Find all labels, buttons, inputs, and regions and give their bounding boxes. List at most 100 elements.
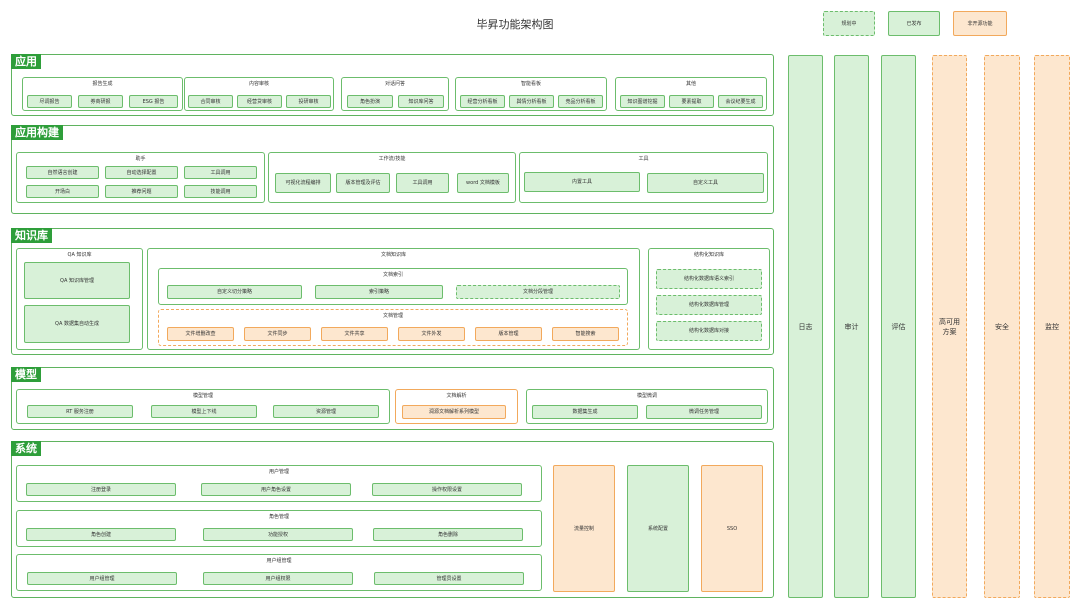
- struct-kb-group: 结构化知识库 结构化数据库语义索引 结构化数据库管理 结构化数据库对接: [648, 248, 770, 350]
- item-skill-call: 技能调用: [184, 185, 257, 198]
- group-title: 结构化知识库: [693, 252, 724, 258]
- item-rt-register: RT 服务注册: [27, 405, 133, 418]
- item-smart-search: 智能搜索: [552, 327, 619, 341]
- model-section-label: 模型: [11, 367, 41, 382]
- item-system-config: 系统配置: [627, 465, 689, 592]
- item-contract-audit: 合同审核: [188, 95, 233, 108]
- item-ops-dashboard: 经营分析看板: [460, 95, 505, 108]
- column-monitoring: 监控: [1034, 55, 1070, 598]
- doc-index-group: 文档索引 自定义切分策略 索引策略 文档分段管理: [158, 268, 628, 305]
- item-file-share: 文件共享: [321, 327, 388, 341]
- item-finetune-tasks: 微调任务管理: [646, 405, 762, 419]
- qa-kb-group: QA 知识库 QA 知识库管理 QA 数据集自动生成: [16, 248, 143, 350]
- system-section-label: 系统: [11, 441, 41, 456]
- item-recommend-q: 推荐问题: [105, 185, 178, 198]
- group-title: 内容审核: [248, 81, 269, 87]
- model-section: 模型 模型管理 RT 服务注册 模型上下线 资源管理 文档解析 润源文档解析系列…: [11, 367, 774, 430]
- group-title: 工作流/技能: [378, 156, 406, 162]
- doc-parse-group: 文档解析 润源文档解析系列模型: [395, 389, 518, 424]
- model-mgmt-group: 模型管理 RT 服务注册 模型上下线 资源管理: [16, 389, 390, 424]
- column-logs: 日志: [788, 55, 823, 598]
- item-version-manage: 版本管理: [475, 327, 542, 341]
- item-kb-qa: 知识库问答: [398, 95, 444, 108]
- item-workflow-tool: 工具调用: [396, 173, 449, 193]
- item-element-extract: 要素提取: [669, 95, 714, 108]
- item-broker-research: 券商研报: [78, 95, 123, 108]
- item-struct-semantic-index: 结构化数据库语义索引: [656, 269, 762, 289]
- group-title: 用户管理: [268, 469, 289, 475]
- item-meeting-minutes: 会议纪要生成: [718, 95, 763, 108]
- item-role-create: 角色创建: [26, 528, 176, 541]
- group-title: 模型管理: [192, 393, 213, 399]
- item-traffic-control: 流量控制: [553, 465, 615, 592]
- report-group: 报告生成 尽调报告 券商研报 ESG 报告: [22, 77, 183, 111]
- column-security: 安全: [984, 55, 1020, 598]
- kb-section-label: 知识库: [11, 228, 52, 243]
- column-audit: 审计: [834, 55, 869, 598]
- item-competitor-dashboard: 竞品分析看板: [558, 95, 603, 108]
- user-group-mgmt-group: 用户组管理 用户组管理 用户组权限 管理员设置: [16, 554, 542, 591]
- finetune-group: 模型微调 数据集生成 微调任务管理: [526, 389, 768, 424]
- item-register-login: 注册登录: [26, 483, 176, 496]
- item-qa-dataset-gen: QA 数据集自动生成: [24, 305, 130, 343]
- other-group: 其他 知识图谱挖掘 要素提取 会议纪要生成: [615, 77, 767, 111]
- item-auto-config: 自动选择配置: [105, 166, 178, 179]
- item-research-audit: 投研审核: [286, 95, 331, 108]
- item-user-group-permission: 用户组权限: [203, 572, 353, 585]
- item-dataset-gen: 数据集生成: [532, 405, 638, 419]
- item-builtin-tools: 内置工具: [524, 172, 640, 192]
- item-tool-call: 工具调用: [184, 166, 257, 179]
- item-esg-report: ESG 报告: [129, 95, 178, 108]
- column-evaluation: 评估: [881, 55, 916, 598]
- item-nl-create: 自然语言创建: [26, 166, 99, 179]
- group-title: 对话问答: [384, 81, 405, 87]
- item-custom-split: 自定义切分策略: [167, 285, 302, 299]
- item-role-play: 角色扮演: [347, 95, 393, 108]
- build-section: 应用构建 助手 自然语言创建 自动选择配置 工具调用 开场白 推荐问题 技能调用…: [11, 125, 774, 214]
- item-user-group-manage: 用户组管理: [27, 572, 177, 585]
- item-sentiment-dashboard: 舆情分析看板: [509, 95, 554, 108]
- item-file-sync: 文件同步: [244, 327, 311, 341]
- item-kg-mining: 知识图谱挖掘: [620, 95, 665, 108]
- group-title: 报告生成: [92, 81, 113, 87]
- legend-planned: 规划中: [823, 11, 875, 36]
- legend-released: 已发布: [888, 11, 940, 36]
- role-mgmt-group: 角色管理 角色创建 功能授权 角色删除: [16, 510, 542, 547]
- group-title: 文档管理: [382, 313, 403, 319]
- group-title: 其他: [685, 81, 696, 87]
- kb-section: 知识库 QA 知识库 QA 知识库管理 QA 数据集自动生成 文档知识库 文档索…: [11, 228, 774, 355]
- app-section-label: 应用: [11, 54, 41, 69]
- doc-manage-group: 文档管理 文件增删改查 文件同步 文件共享 文件外发 版本管理 智能搜索: [158, 309, 628, 346]
- system-section: 系统 用户管理 注册登录 用户角色设置 操作权限设置 角色管理 角色创建 功能授…: [11, 441, 774, 598]
- item-loan-audit: 经营贷审核: [237, 95, 282, 108]
- group-title: 文档知识库: [380, 252, 406, 258]
- item-visual-flow: 可视化流程编排: [275, 173, 331, 193]
- dashboard-group: 智能看板 经营分析看板 舆情分析看板 竞品分析看板: [455, 77, 607, 111]
- workflow-group: 工作流/技能 可视化流程编排 版本管理及评估 工具调用 word 文档模板: [268, 152, 516, 203]
- column-high-availability: 高可用 方案: [932, 55, 967, 598]
- item-parse-models: 润源文档解析系列模型: [402, 405, 506, 419]
- group-title: QA 知识库: [67, 252, 92, 258]
- qa-group: 对话问答 角色扮演 知识库问答: [341, 77, 449, 111]
- item-struct-db-manage: 结构化数据库管理: [656, 295, 762, 315]
- item-file-crud: 文件增删改查: [167, 327, 234, 341]
- item-role-delete: 角色删除: [373, 528, 523, 541]
- audit-group: 内容审核 合同审核 经营贷审核 投研审核: [184, 77, 334, 111]
- doc-kb-group: 文档知识库 文档索引 自定义切分策略 索引策略 文档分段管理 文档管理 文件增删…: [147, 248, 640, 350]
- item-opening: 开场白: [26, 185, 99, 198]
- item-file-outbound: 文件外发: [398, 327, 465, 341]
- app-section: 应用 报告生成 尽调报告 券商研报 ESG 报告 内容审核 合同审核 经营贷审核…: [11, 54, 774, 116]
- legend-non-oss: 非开源功能: [953, 11, 1007, 36]
- group-title: 角色管理: [268, 514, 289, 520]
- item-resource-manage: 资源管理: [273, 405, 379, 418]
- assistant-group: 助手 自然语言创建 自动选择配置 工具调用 开场白 推荐问题 技能调用: [16, 152, 265, 203]
- item-struct-db-connect: 结构化数据库对接: [656, 321, 762, 341]
- item-user-role-setting: 用户角色设置: [201, 483, 351, 496]
- group-title: 模型微调: [636, 393, 657, 399]
- item-word-template: word 文档模板: [457, 173, 509, 193]
- item-sso: SSO: [701, 465, 763, 592]
- user-mgmt-group: 用户管理 注册登录 用户角色设置 操作权限设置: [16, 465, 542, 502]
- item-permission-setting: 操作权限设置: [372, 483, 522, 496]
- build-section-label: 应用构建: [11, 125, 63, 140]
- page-title: 毕昇功能架构图: [476, 18, 554, 31]
